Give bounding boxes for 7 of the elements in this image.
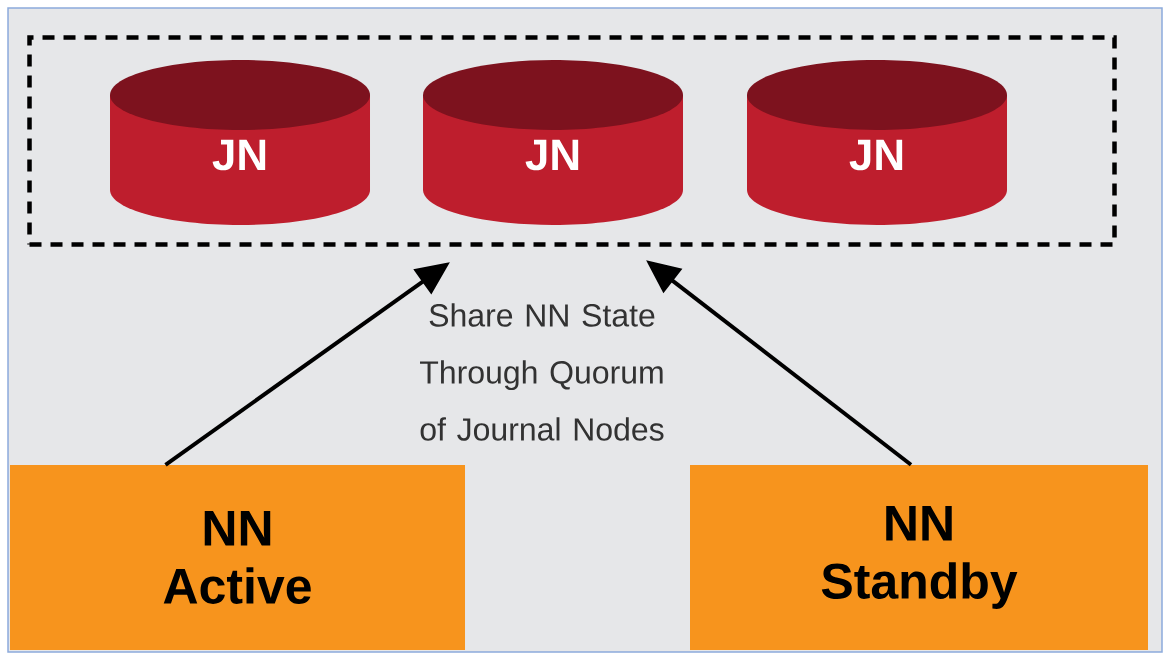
database-cylinder: JN	[110, 60, 370, 225]
database-cylinder: JN	[423, 60, 683, 225]
dashed-group-box	[27, 35, 1117, 247]
process-box: NN Active	[10, 465, 465, 650]
annotation-text: Share NN State Through Quorum of Journal Nodes	[420, 303, 664, 441]
database-cylinder: JN	[747, 60, 1007, 225]
process-box: NN Standby	[690, 465, 1148, 650]
